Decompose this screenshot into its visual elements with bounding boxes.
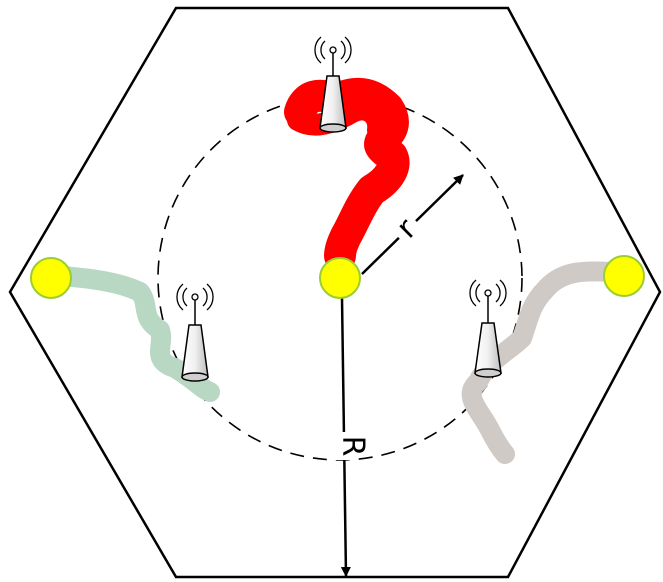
left-user-node (30, 257, 72, 299)
right-user-node (603, 255, 645, 297)
antenna-tower-icon (176, 283, 214, 382)
hexagon-cell-boundary (8, 6, 662, 579)
antenna-tower-icon (314, 36, 352, 133)
radius-R-label: R (335, 436, 370, 457)
center-user-node (319, 257, 361, 299)
top-path-trail (284, 77, 410, 272)
antenna-tower-icon (469, 279, 507, 378)
